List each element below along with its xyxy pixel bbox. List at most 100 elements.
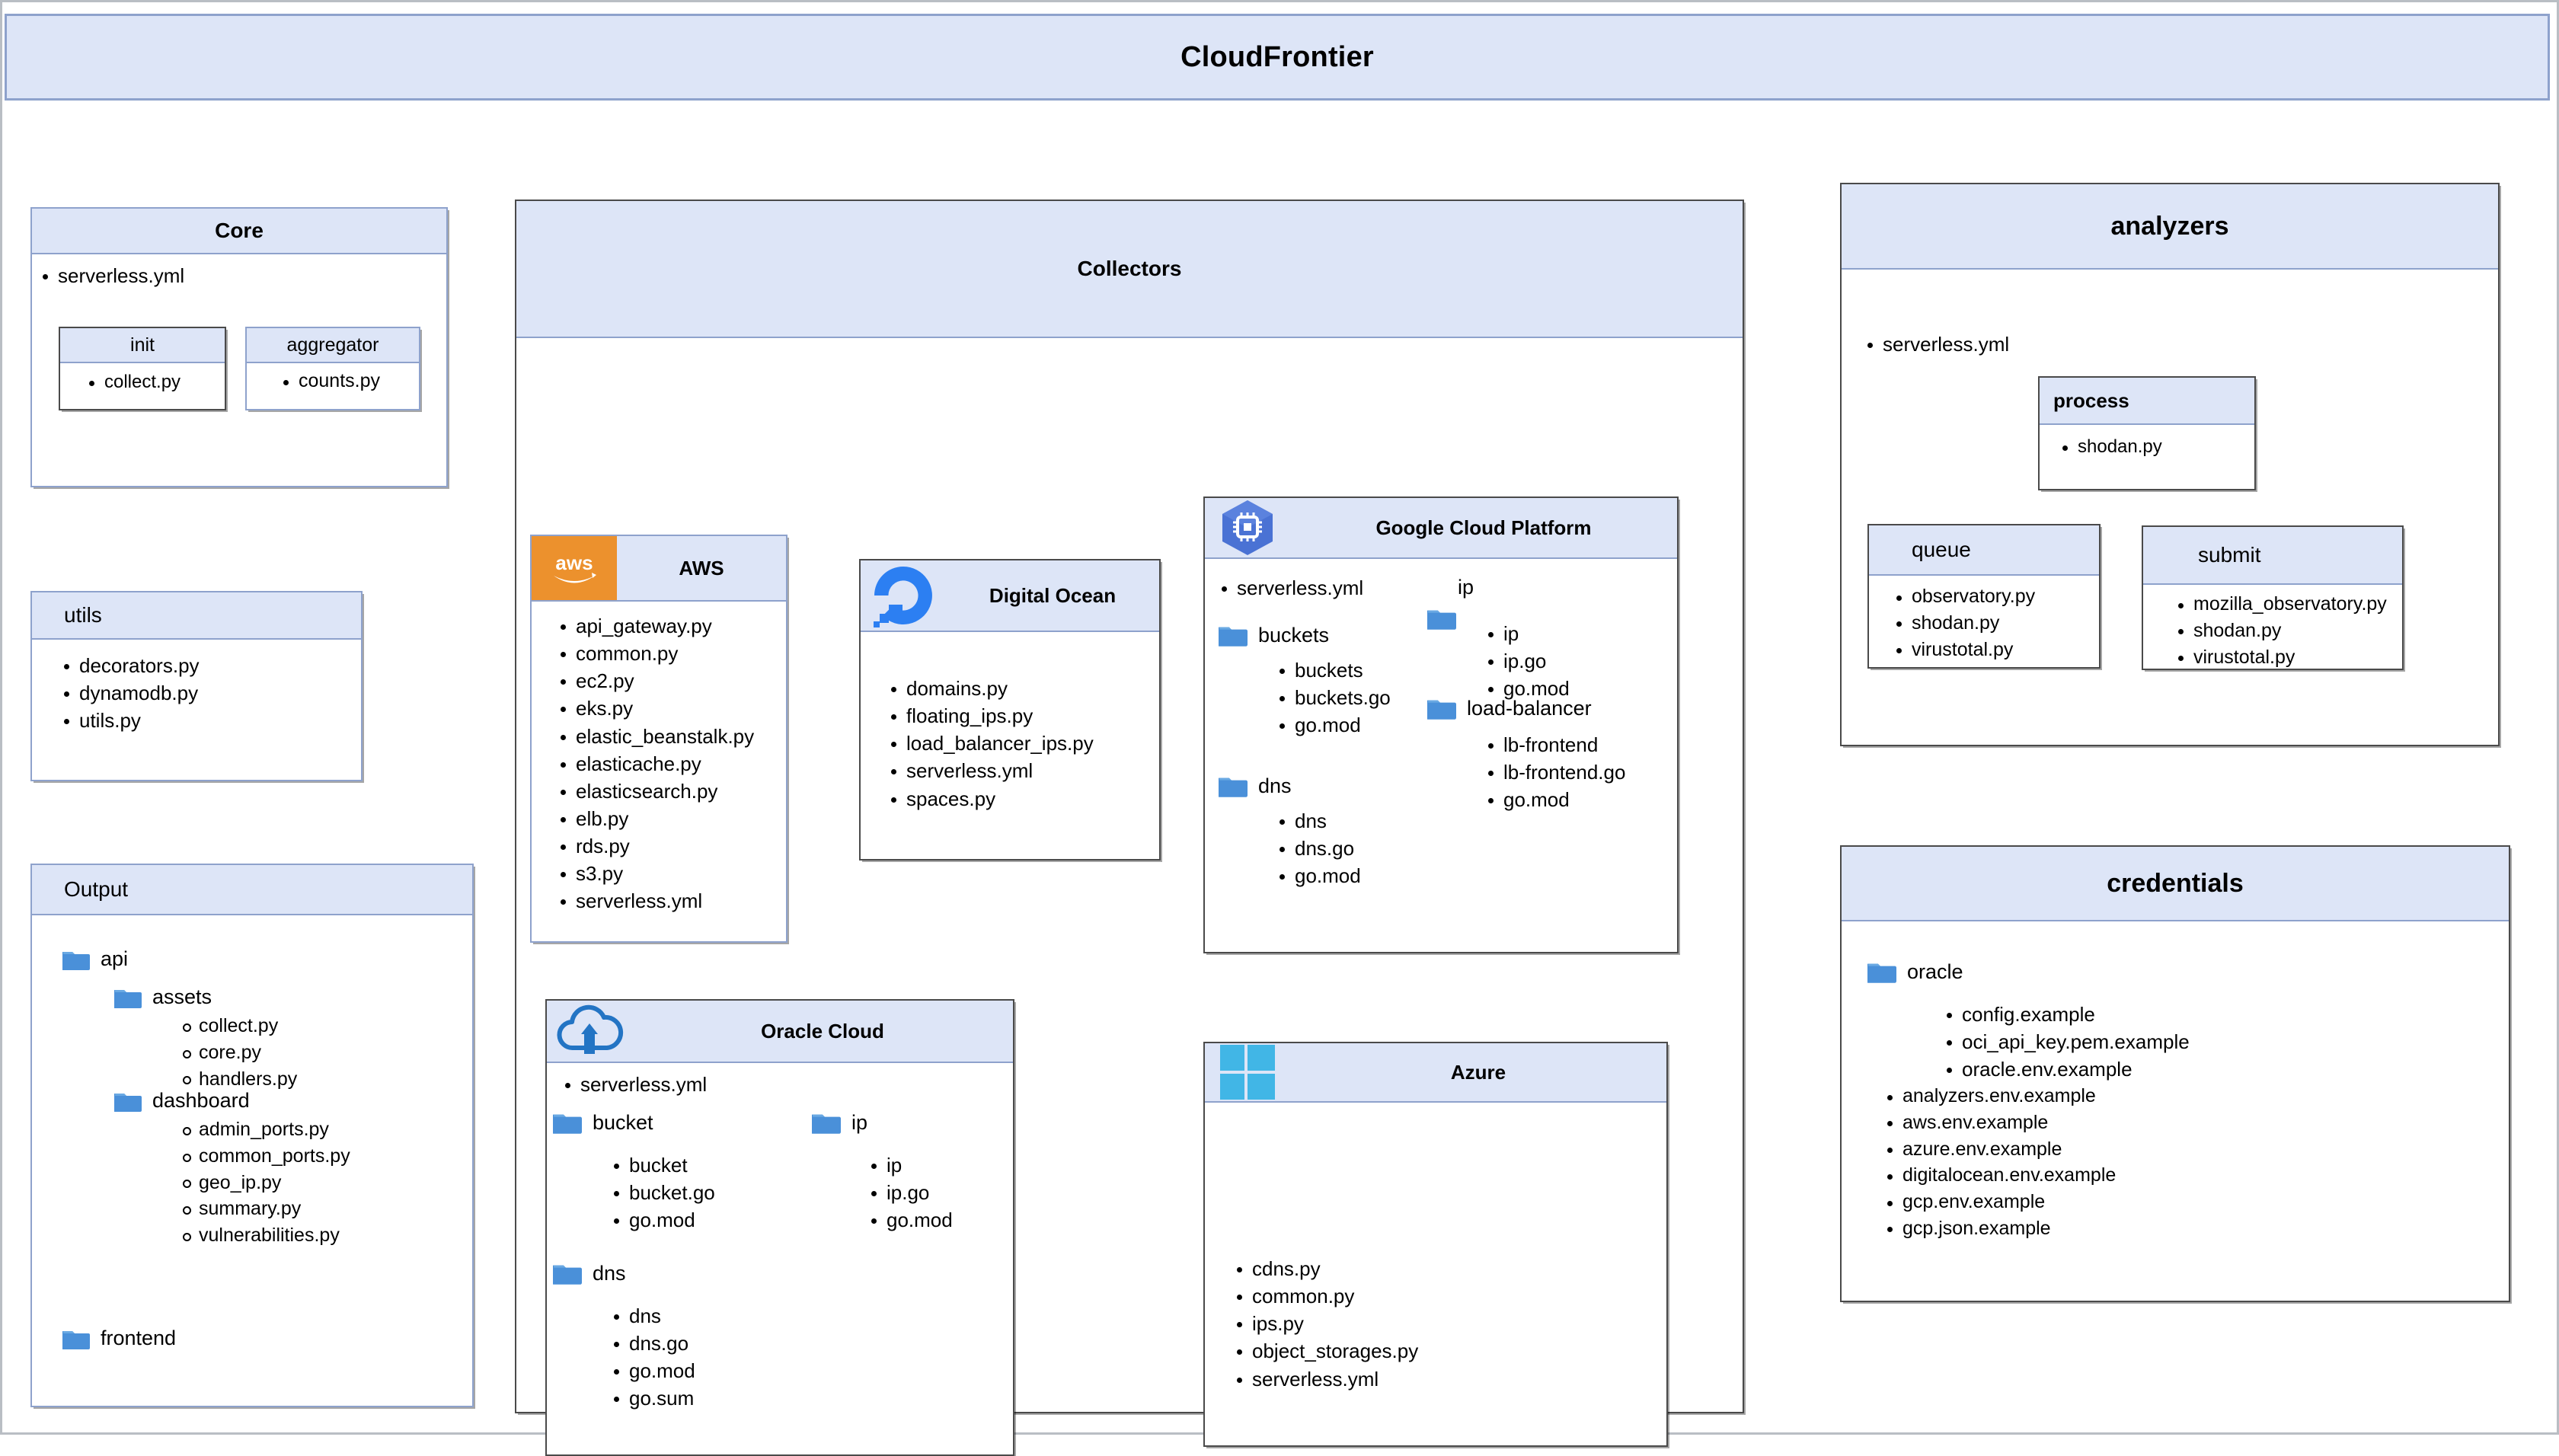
oracle-dns-file-list: dns dns.go go.mod go.sum [603,1302,695,1413]
analyzers-subbox-process-header: process [2040,378,2254,425]
core-subbox-init-title: init [130,334,155,356]
list-item: shodan.py [1886,610,2099,637]
collector-aws: aws AWS api_gateway.py common.py ec2.py … [530,535,788,943]
gcp-folder-dns-label: dns [1258,774,1292,797]
output-folder-dashboard-label: dashboard [152,1089,250,1112]
folder-icon [1219,623,1248,647]
credentials-folder-oracle[interactable]: oracle [1867,959,1963,984]
list-item: serverless.yml [1857,330,2009,358]
list-item: go.mod [1478,786,1625,813]
list-item: dns.go [1269,835,1361,862]
oracle-folder-bucket[interactable]: bucket [553,1110,653,1135]
list-item: vulnerabilities.py [173,1222,350,1249]
list-item: s3.py [550,860,786,887]
core-init-file-list: collect.py [60,363,225,394]
list-item: serverless.yml [554,1071,707,1098]
output-folder-frontend[interactable]: frontend [62,1327,176,1350]
list-item: buckets.go [1269,684,1391,711]
analyzers-subbox-submit-title: submit [2198,543,2261,567]
gcp-folder-ip-label: ip [1458,576,1474,599]
list-item: go.mod [1269,711,1391,739]
list-item: digitalocean.env.example [1877,1162,2116,1189]
oracle-folder-ip[interactable]: ip [812,1110,867,1135]
credentials-oracle-file-list: config.example oci_api_key.pem.example o… [1936,1001,2190,1083]
folder-icon [62,948,90,971]
list-item: buckets [1269,656,1391,684]
oracle-folder-dns-label: dns [593,1261,626,1285]
list-item: utils.py [53,707,361,734]
output-folder-assets-label: assets [152,985,212,1008]
core-subbox-aggregator-header: aggregator [247,328,419,363]
analyzers-queue-file-list: observatory.py shodan.py virustotal.py [1869,576,2099,663]
list-item: lb-frontend.go [1478,758,1625,786]
output-folder-api-label: api [101,947,129,970]
collector-oracle: Oracle Cloud serverless.yml bucket bucke… [545,999,1014,1456]
list-item: elb.py [550,805,786,832]
collector-azure-title: Azure [1450,1060,1506,1084]
list-item: observatory.py [1886,583,2099,610]
credentials-folder-oracle-label: oracle [1907,959,1963,983]
collector-digitalocean-title: Digital Ocean [989,583,1117,607]
oracle-folder-bucket-label: bucket [593,1110,653,1134]
gcp-folder-load-balancer-label: load-balancer [1467,696,1592,720]
list-item: serverless.yml [1211,574,1363,602]
list-item: object_storages.py [1226,1337,1666,1365]
folder-icon [553,1261,582,1285]
oracle-folder-dns[interactable]: dns [553,1261,626,1285]
list-item: load_balancer_ips.py [880,730,1159,757]
collector-gcp-header: Google Cloud Platform [1205,498,1677,559]
list-item: collect.py [78,369,225,394]
list-item: handlers.py [173,1066,297,1093]
gcp-folder-dns[interactable]: dns [1219,774,1292,798]
collector-digitalocean-file-list: domains.py floating_ips.py load_balancer… [861,632,1159,813]
list-item: bucket [603,1151,715,1179]
folder-icon [114,986,142,1009]
azure-logo-icon [1205,1043,1290,1101]
list-item: elasticache.py [550,750,786,777]
list-item: api_gateway.py [550,612,786,640]
core-subbox-init: init collect.py [59,327,226,410]
list-item: serverless.yml [880,757,1159,784]
credentials-file-list: analyzers.env.example aws.env.example az… [1877,1083,2116,1242]
collector-azure-file-list: cdns.py common.py ips.py object_storages… [1205,1103,1666,1393]
collector-digitalocean: Digital Ocean domains.py floating_ips.py… [859,559,1161,861]
output-folder-assets[interactable]: assets [114,985,212,1009]
gcp-logo-icon [1205,498,1290,557]
list-item: eks.py [550,694,786,722]
list-item: common_ports.py [173,1143,350,1170]
credentials-panel: credentials oracle config.example oci_ap… [1840,845,2510,1302]
svg-text:aws: aws [555,551,593,574]
list-item: gcp.json.example [1877,1215,2116,1242]
analyzers-panel-header: analyzers [1842,184,2498,270]
list-item: elasticsearch.py [550,777,786,805]
list-item: go.sum [603,1384,695,1412]
collector-aws-header: aws AWS [532,536,786,602]
analyzers-file-list: serverless.yml [1857,330,2009,358]
core-panel-title: Core [215,219,264,242]
list-item: bucket.go [603,1179,715,1206]
list-item: serverless.yml [550,887,786,915]
list-item: rds.py [550,832,786,860]
gcp-folder-load-balancer[interactable]: load-balancer [1427,696,1592,720]
analyzers-subbox-submit: submit mozilla_observatory.py shodan.py … [2142,525,2404,670]
gcp-folder-buckets[interactable]: buckets [1219,623,1329,647]
collector-aws-file-list: api_gateway.py common.py ec2.py eks.py e… [532,602,786,915]
output-folder-api[interactable]: api [62,947,128,971]
list-item: cdns.py [1226,1255,1666,1282]
oracle-folder-ip-label: ip [851,1110,868,1134]
output-folder-dashboard[interactable]: dashboard [114,1089,250,1113]
collector-azure: Azure cdns.py common.py ips.py object_st… [1203,1042,1668,1447]
analyzers-subbox-process-title: process [2053,388,2129,412]
list-item: common.py [550,640,786,667]
credentials-panel-header: credentials [1842,847,2509,921]
folder-icon [1867,959,1896,984]
output-panel-title: Output [64,877,129,901]
analyzers-submit-file-list: mozilla_observatory.py shodan.py virusto… [2143,585,2402,670]
list-item: dynamodb.py [53,679,361,707]
analyzers-subbox-process: process shodan.py [2038,376,2256,490]
core-panel-header: Core [32,209,446,254]
list-item: aws.env.example [1877,1110,2116,1136]
gcp-load-balancer-file-list: lb-frontend lb-frontend.go go.mod [1478,731,1625,813]
folder-icon [1427,606,1456,631]
utils-panel: utils decorators.py dynamodb.py utils.py [30,591,363,781]
